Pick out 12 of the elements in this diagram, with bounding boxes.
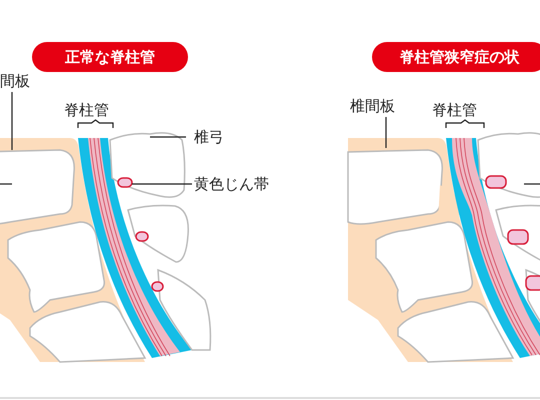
leader-line	[132, 183, 192, 185]
part-label: 黄色じん帯	[194, 175, 269, 193]
leader-line	[385, 117, 387, 148]
title-pill: 正常な脊柱管	[32, 42, 188, 72]
part-label: 椎間板	[350, 97, 395, 115]
part-label: 脊柱管	[432, 101, 477, 119]
leader-line	[11, 92, 13, 150]
part-label: 椎弓	[194, 128, 224, 146]
leader-line	[150, 136, 186, 138]
part-label: 間板	[0, 72, 30, 90]
part-label: 脊柱管	[64, 101, 109, 119]
title-pill: 脊柱管狭窄症の状	[372, 42, 540, 72]
